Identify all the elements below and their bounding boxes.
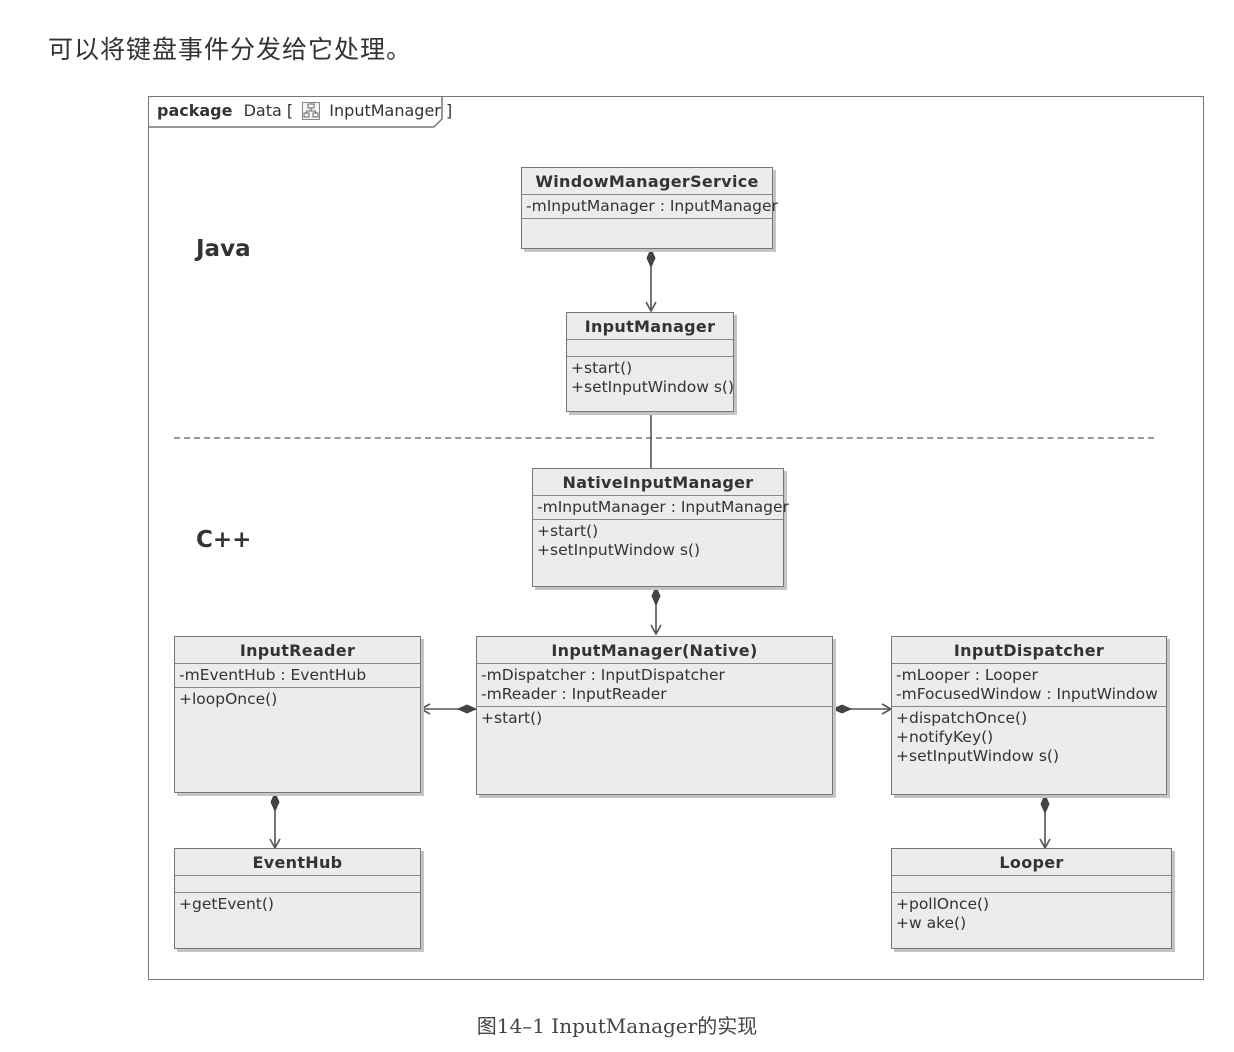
figure-caption: 图14–1 InputManager的实现: [476, 1014, 758, 1038]
class-name: EventHub: [175, 849, 420, 876]
attributes-section: [892, 876, 1171, 893]
class-name: InputDispatcher: [892, 637, 1166, 664]
native-to-imnative-arrowhead: [650, 624, 662, 636]
imnative-to-reader-arrowhead: [419, 703, 431, 715]
operation: +getEvent(): [179, 895, 274, 913]
package-name: Data [: [243, 101, 294, 120]
attribute: -mLooper : Looper: [896, 666, 1038, 684]
imnative-reader-composition-diamond: [456, 704, 478, 714]
operation: +start(): [571, 359, 633, 377]
attributes-section: -mInputManager : InputManager: [533, 496, 789, 520]
intro-text: 可以将键盘事件分发给它处理。: [48, 35, 413, 64]
imnative-dispatcher-composition-diamond: [831, 704, 853, 714]
attribute: -mInputManager : InputManager: [526, 197, 778, 215]
operations-section: +start() +setInputWindow s(): [533, 520, 783, 562]
attributes-section: -mLooper : Looper -mFocusedWindow : Inpu…: [892, 664, 1166, 707]
attribute: -mEventHub : EventHub: [179, 666, 367, 684]
operation: +loopOnce(): [179, 690, 278, 708]
dispatcher-composition-diamond: [1040, 793, 1050, 815]
operations-section: +dispatchOnce() +notifyKey() +setInputWi…: [892, 707, 1166, 768]
operations-section: [522, 219, 772, 235]
operation: +pollOnce(): [896, 895, 990, 913]
class-inputreader[interactable]: InputReader -mEventHub : EventHub +loopO…: [174, 636, 421, 793]
attribute: -mReader : InputReader: [481, 685, 667, 703]
class-name: Looper: [892, 849, 1171, 876]
operations-section: +pollOnce() +w ake(): [892, 893, 1171, 935]
attributes-section: [175, 876, 420, 893]
java-cpp-divider: [174, 437, 1154, 439]
operations-section: +start(): [477, 707, 832, 730]
operations-section: +loopOnce(): [175, 688, 420, 711]
wms-composition-diamond: [646, 247, 656, 269]
operation: +dispatchOnce(): [896, 709, 1028, 727]
package-frame: package Data [ InputManager ]: [148, 96, 1204, 980]
operation: +setInputWindow s(): [571, 378, 735, 396]
class-inputdispatcher[interactable]: InputDispatcher -mLooper : Looper -mFocu…: [891, 636, 1167, 795]
class-windowmanagerservice[interactable]: WindowManagerService -mInputManager : In…: [521, 167, 778, 249]
wms-to-inputmanager-arrowhead: [645, 301, 657, 313]
operation: +w ake(): [896, 914, 967, 932]
operation: +notifyKey(): [896, 728, 994, 746]
class-name: WindowManagerService: [522, 168, 772, 195]
operation: +start(): [481, 709, 543, 727]
attribute: -mInputManager : InputManager: [537, 498, 789, 516]
attribute: -mDispatcher : InputDispatcher: [481, 666, 725, 684]
package-target: InputManager ]: [329, 101, 453, 120]
operations-section: +getEvent(): [175, 893, 420, 916]
package-keyword: package: [157, 101, 233, 120]
package-tab-outline: [148, 96, 443, 128]
class-name: NativeInputManager: [533, 469, 783, 496]
class-nativeinputmanager[interactable]: NativeInputManager -mInputManager : Inpu…: [532, 468, 789, 587]
attributes-section: [567, 340, 733, 357]
class-name: InputManager(Native): [477, 637, 832, 664]
package-diagram-icon: [302, 102, 321, 120]
class-eventhub[interactable]: EventHub +getEvent(): [174, 848, 421, 949]
operation: +start(): [537, 522, 599, 540]
class-name: InputManager: [567, 313, 733, 340]
java-region-label: Java: [196, 236, 251, 262]
class-inputmanager[interactable]: InputManager +start() +setInputWindow s(…: [566, 312, 734, 412]
reader-composition-diamond: [270, 791, 280, 813]
native-composition-diamond: [651, 585, 661, 607]
attributes-section: -mInputManager : InputManager: [522, 195, 778, 219]
cpp-region-label: C++: [196, 527, 252, 553]
operation: +setInputWindow s(): [537, 541, 701, 559]
attributes-section: -mEventHub : EventHub: [175, 664, 420, 688]
package-tab: package Data [ InputManager ]: [149, 97, 461, 127]
class-name: InputReader: [175, 637, 420, 664]
attribute: -mFocusedWindow : InputWindow: [896, 685, 1158, 703]
attributes-section: -mDispatcher : InputDispatcher -mReader …: [477, 664, 832, 707]
class-looper[interactable]: Looper +pollOnce() +w ake(): [891, 848, 1172, 949]
class-inputmanager-native[interactable]: InputManager(Native) -mDispatcher : Inpu…: [476, 636, 833, 795]
operations-section: +start() +setInputWindow s(): [567, 357, 735, 399]
operation: +setInputWindow s(): [896, 747, 1060, 765]
